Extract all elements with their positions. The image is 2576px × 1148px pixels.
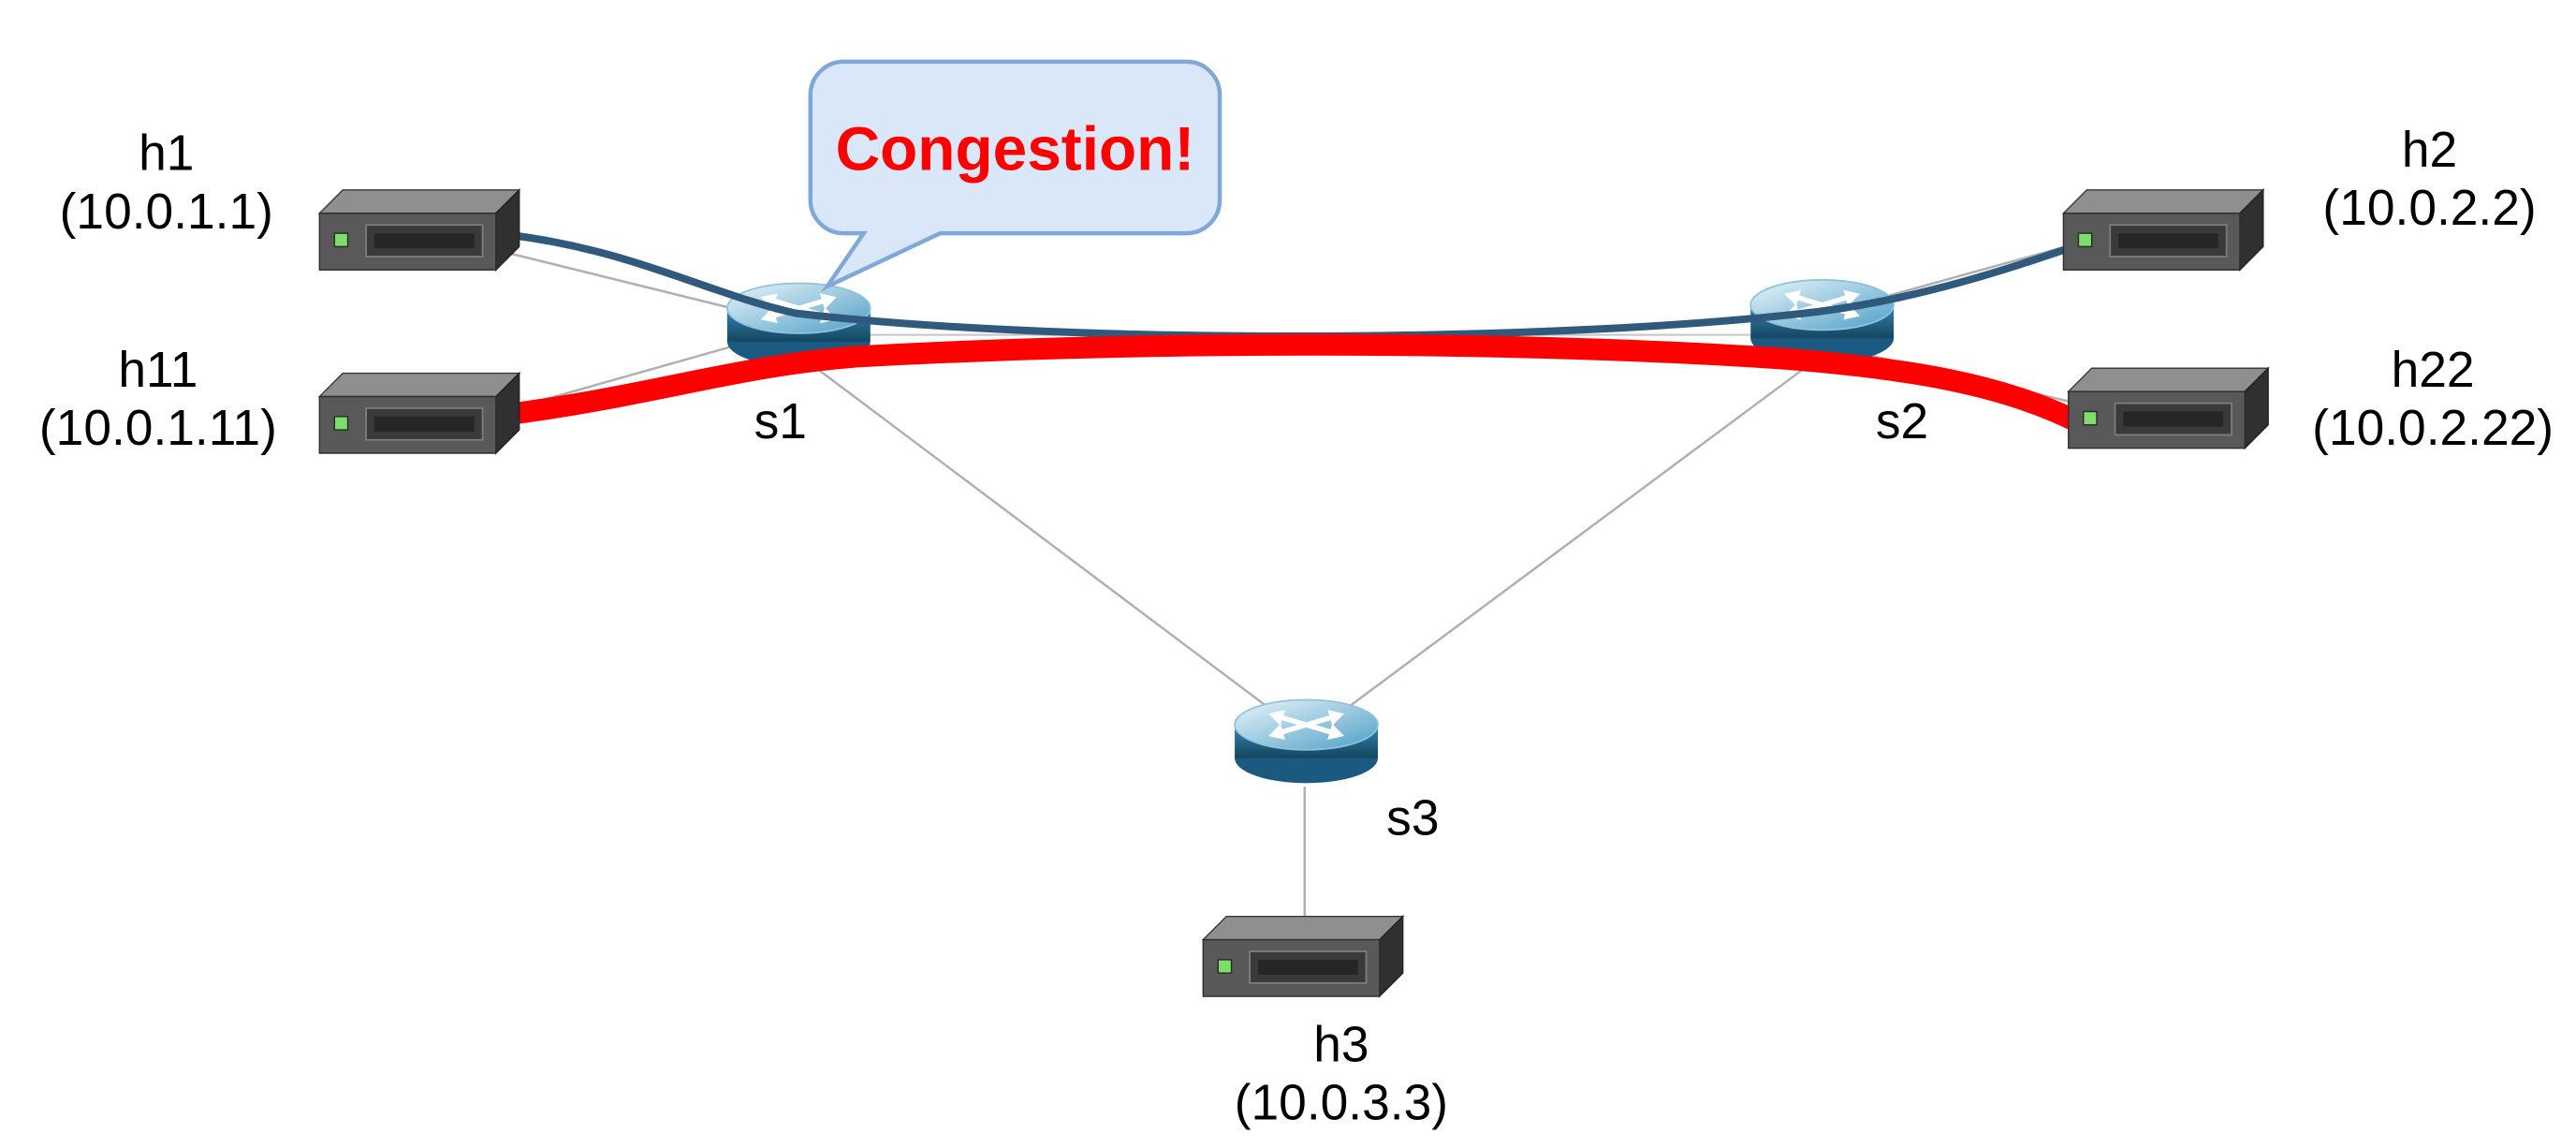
label-h2-ip: (10.0.2.2): [2322, 181, 2536, 236]
label-h3-ip: (10.0.3.3): [1235, 1076, 1448, 1131]
congestion-callout: Congestion!: [808, 59, 1222, 292]
label-h22-name: h22: [2392, 343, 2475, 398]
labels-layer: h1 (10.0.1.1) h11 (10.0.1.11) h2 (10.0.2…: [39, 123, 2554, 1131]
link-s2-s3: [1330, 369, 1804, 721]
label-h2-name: h2: [2402, 123, 2457, 178]
host-icon-h3: [1202, 915, 1404, 997]
label-h22-ip: (10.0.2.22): [2312, 401, 2554, 456]
host-icon-h22: [2067, 367, 2270, 449]
host-icon-h2: [2062, 188, 2264, 272]
host-icon-h1: [318, 188, 520, 272]
link-s1-s3: [817, 369, 1286, 721]
label-h3-name: h3: [1313, 1017, 1368, 1072]
flow-red-h11-h22: [493, 333, 2091, 434]
label-h11-ip: (10.0.1.11): [39, 401, 277, 456]
label-h1-name: h1: [139, 125, 194, 181]
label-s3: s3: [1386, 790, 1439, 846]
callout-text: Congestion!: [836, 113, 1195, 183]
switch-icon-s3: [1235, 699, 1378, 783]
label-s2: s2: [1876, 394, 1928, 449]
link-s2-h2: [1854, 243, 2072, 306]
host-icon-h11: [318, 372, 520, 454]
callout-bubble-shape: [808, 59, 1222, 292]
label-h11-name: h11: [118, 343, 198, 398]
label-s1: s1: [754, 394, 807, 449]
label-h1-ip: (10.0.1.1): [60, 184, 273, 240]
